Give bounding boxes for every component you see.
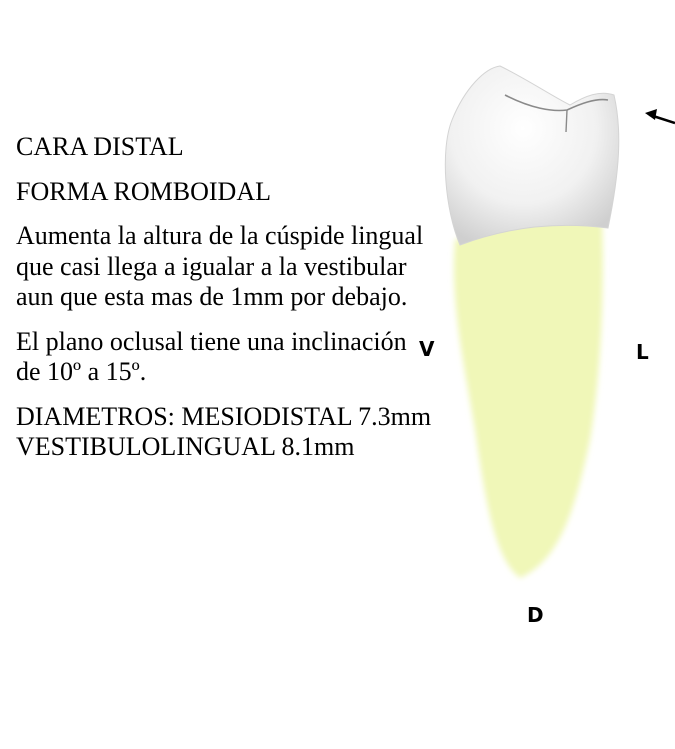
shape-text: FORMA ROMBOIDAL [16, 176, 271, 206]
occlusal-fissure [565, 109, 568, 133]
diameters-paragraph: DIAMETROS: MESIODISTAL 7.3mm VESTIBULOLI… [16, 401, 432, 462]
lingual-label: L [636, 340, 649, 364]
arrow-head [645, 109, 657, 120]
face-title: CARA DISTAL [16, 132, 184, 161]
description-text: CARA DISTAL FORMA ROMBOIDAL Aumenta la a… [16, 132, 436, 477]
vestibular-label: V [419, 337, 435, 361]
tooth-crown [444, 65, 620, 246]
occlusal-plane-paragraph: El plano oclusal tiene una inclinación d… [16, 326, 407, 387]
cusp-paragraph: Aumenta la altura de la cúspide lingual … [16, 221, 424, 311]
distal-label: D [527, 603, 544, 627]
tooth-root [453, 215, 603, 578]
